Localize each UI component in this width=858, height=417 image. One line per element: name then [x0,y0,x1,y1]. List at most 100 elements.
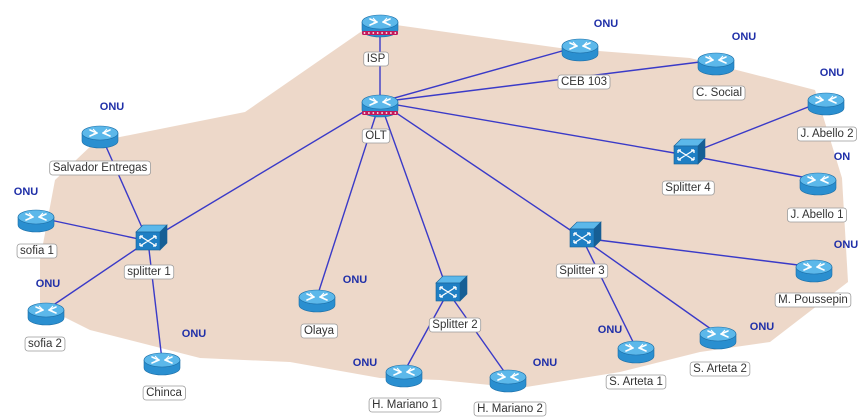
node-label: Olaya [300,323,339,339]
link-splitter1-chinca [147,240,163,361]
link-olt-csocial [379,59,717,103]
onu-tag: ONU [732,31,757,43]
node-label-text: M. Poussepin [778,294,848,306]
links-layer [35,22,827,378]
node-label: splitter 1 [123,264,175,280]
node-label: sofia 1 [16,243,58,259]
node-jabello1[interactable]: J. Abello 1 ON [787,151,851,223]
router-icon [561,38,599,62]
node-label: S. Arteta 1 [605,374,667,390]
link-splitter1-salvador [99,132,149,242]
node-csocial[interactable]: C. Social ONU [692,31,757,101]
link-splitter2-hmariano1 [403,291,449,373]
node-label-text: sofia 2 [28,338,62,350]
switch-icon [435,275,468,302]
node-label-text: S. Arteta 2 [693,363,747,375]
node-label-text: Chinca [146,387,182,399]
node-label: sofia 2 [24,336,66,352]
node-label: OLT [361,128,391,144]
router-icon [799,172,837,196]
node-ceb103[interactable]: CEB 103 ONU [557,18,619,90]
node-splitter4[interactable]: Splitter 4 [661,138,715,196]
node-label: S. Arteta 2 [689,361,751,377]
node-label-text: Splitter 3 [559,265,604,277]
node-label: Chinca [142,385,186,401]
node-label-text: splitter 1 [127,266,170,278]
node-salvador[interactable]: Salvador Entregas ONU [49,101,151,176]
onu-tag: ONU [36,278,61,290]
onu-tag: ON [834,151,851,163]
link-olt-splitter1 [147,101,381,242]
node-label: Splitter 2 [428,317,482,333]
onu-tag: ONU [820,67,845,79]
node-olaya[interactable]: Olaya ONU [298,274,368,339]
onu-tag: ONU [100,101,125,113]
node-label-text: C. Social [696,87,742,99]
link-splitter2-hmariano2 [447,291,509,378]
router-icon [489,369,527,393]
node-splitter3[interactable]: Splitter 3 [555,221,609,279]
onu-tag: ONU [343,274,368,286]
node-olt[interactable]: OLT [361,94,399,144]
router-icon [807,92,845,116]
node-label-text: ISP [367,53,386,65]
switch-icon [569,221,602,248]
link-olt-ceb103 [379,45,581,103]
node-label-text: Salvador Entregas [53,162,148,174]
router-icon [795,259,833,283]
node-chinca[interactable]: Chinca ONU [142,328,207,401]
switch-icon [673,138,706,165]
onu-tag: ONU [533,357,558,369]
node-splitter1[interactable]: splitter 1 [123,224,175,280]
onu-tag: ONU [594,18,619,30]
router-icon [697,52,735,76]
link-splitter1-sofia1 [35,216,149,242]
router-icon [143,352,181,376]
link-splitter3-mpoussepin [581,237,815,268]
node-label: CEB 103 [557,74,611,90]
node-label-text: sofia 1 [20,245,54,257]
node-mpoussepin[interactable]: M. Poussepin ONU [774,239,858,308]
router-icon [699,326,737,350]
node-label-text: Splitter 4 [665,182,711,194]
node-label-text: OLT [365,130,387,142]
onu-tag: ONU [353,357,378,369]
link-splitter3-sarteta2 [581,237,719,335]
router-icon [27,302,65,326]
link-splitter4-jabello1 [685,154,819,181]
node-label: M. Poussepin [774,292,852,308]
onu-tag: ONU [182,328,207,340]
link-olt-splitter2 [379,101,449,293]
link-olt-splitter4 [379,101,687,156]
node-label: C. Social [692,85,746,101]
node-splitter2[interactable]: Splitter 2 [428,275,482,333]
node-label: Splitter 4 [661,180,715,196]
node-isp[interactable]: ISP [361,14,399,67]
node-label: H. Mariano 1 [368,397,442,413]
node-label-text: J. Abello 1 [790,209,843,221]
node-label-text: Splitter 2 [432,319,477,331]
node-label: Salvador Entregas [49,160,151,176]
router-icon [298,289,336,313]
router-icon [81,125,119,149]
node-hmariano1[interactable]: H. Mariano 1 ONU [353,357,442,413]
node-label: Splitter 3 [555,263,609,279]
node-sofia2[interactable]: sofia 2 ONU [24,278,66,352]
link-splitter3-sarteta1 [581,237,637,349]
onu-tag: ONU [834,239,858,251]
node-label: H. Mariano 2 [473,401,547,417]
router-icon [361,94,399,118]
node-label-text: S. Arteta 1 [609,376,663,388]
router-icon [361,14,399,38]
node-label: ISP [363,51,389,67]
link-splitter1-sofia2 [45,240,149,311]
node-hmariano2[interactable]: H. Mariano 2 ONU [473,357,558,417]
link-splitter4-jabello2 [685,99,827,156]
node-label-text: H. Mariano 2 [477,403,543,415]
